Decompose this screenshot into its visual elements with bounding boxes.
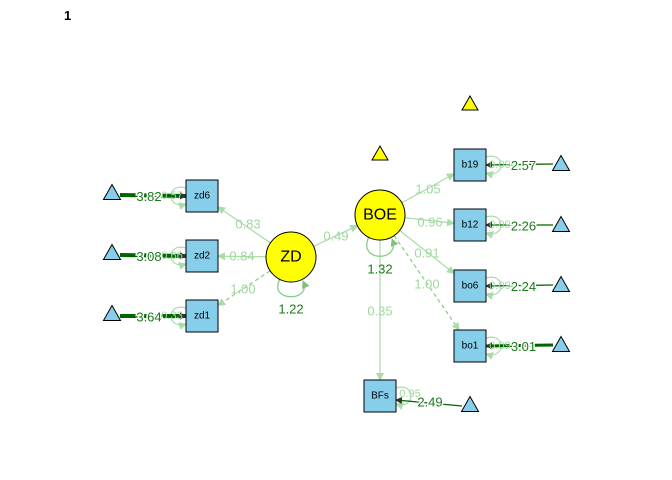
observed-label-b19: b19 [462,160,479,171]
regression-label-BOE: 0.49 [323,229,348,244]
intercept-label-b19: 2.57 [511,158,536,173]
observed-node-zd1 [185,299,219,333]
loading-label-bo1: 1.00 [414,277,439,292]
observed-node-BFs [363,379,397,413]
intercept-triangle-bo6 [551,275,571,292]
observed-node-zd6 [185,179,219,213]
plot-title: 1 [64,8,72,23]
loading-label-zd6: 0.83 [235,217,260,232]
intercept-path-b19 [485,161,554,169]
intercept-path-BFs [395,397,463,407]
residual-label-zd1: 0.33 [161,310,182,322]
loading-label-zd2: 0.84 [229,249,254,264]
variance-label-BOE: 1.32 [367,262,392,277]
intercept-label-b12: 2.26 [511,219,536,234]
residual-label-zd6: 0.57 [161,190,182,202]
latent-label-BOE: BOE [363,207,397,224]
latent-node-BOE [354,189,406,241]
residual-label-bo6: 0.09 [489,280,510,292]
variance-loop-ZD [277,272,310,298]
observed-label-b12: b12 [462,220,479,231]
intercept-label-BFs: 2.49 [417,395,442,410]
loading-path-zd2 [217,252,267,261]
mean-triangle-BOE [371,144,389,161]
residual-label-b12: 0.09 [489,219,510,231]
loading-label-zd1: 1.00 [230,282,255,297]
residual-label-BFs: 0.95 [399,388,420,400]
intercept-label-zd6: 3.82 [136,189,161,204]
latent-node-ZD [265,231,317,283]
intercept-path-bo1 [485,342,554,350]
observed-label-zd6: zd6 [194,191,211,202]
intercept-path-zd2 [119,252,187,260]
loading-path-b19 [401,173,455,204]
loading-path-zd6 [217,206,271,244]
regression-path-BOE [313,225,359,247]
residual-label-b19: 0.09 [489,159,510,171]
intercept-label-bo6: 2.24 [511,279,536,294]
intercept-triangle-bo1 [551,335,571,352]
intercept-triangle-zd1 [102,304,122,321]
observed-label-bo1: bo1 [462,341,479,352]
intercept-label-bo1: 3.01 [511,339,536,354]
variance-label-ZD: 1.22 [278,302,303,317]
intercept-path-zd6 [119,192,187,200]
observed-node-zd2 [185,239,219,273]
intercept-triangle-BFs [460,395,480,412]
observed-label-zd2: zd2 [194,251,211,262]
loading-path-b12 [404,217,455,227]
loading-label-b19: 1.05 [415,182,440,197]
loading-path-bo1 [393,235,460,331]
intercept-triangle-b19 [551,154,571,171]
residual-label-zd2: 0.66 [161,250,182,262]
loading-path-zd1 [217,270,271,306]
observed-label-bo6: bo6 [462,281,479,292]
intercept-triangle-zd2 [102,243,122,260]
observed-node-bo1 [453,329,487,363]
observed-label-BFs: BFs [371,391,389,402]
residual-label-bo1: 0.09 [489,340,510,352]
latent-label-ZD: ZD [280,249,301,266]
intercept-label-zd1: 3.64 [136,310,161,325]
variance-loop-BOE [366,231,399,257]
regression-label-BFs: 0.35 [367,304,392,319]
mean-triangle-ZD [461,94,479,111]
intercept-path-bo6 [485,282,554,290]
observed-node-b19 [453,148,487,182]
loading-label-b12: 0.96 [417,215,442,230]
observed-node-bo6 [453,269,487,303]
intercept-triangle-b12 [551,215,571,232]
intercept-triangle-zd6 [102,183,122,200]
intercept-label-zd2: 3.08 [136,249,161,264]
residual-loop-BFs [388,386,412,410]
observed-node-b12 [453,208,487,242]
observed-label-zd1: zd1 [194,311,211,322]
loading-label-bo6: 0.91 [414,246,439,261]
loading-path-bo6 [399,230,455,274]
